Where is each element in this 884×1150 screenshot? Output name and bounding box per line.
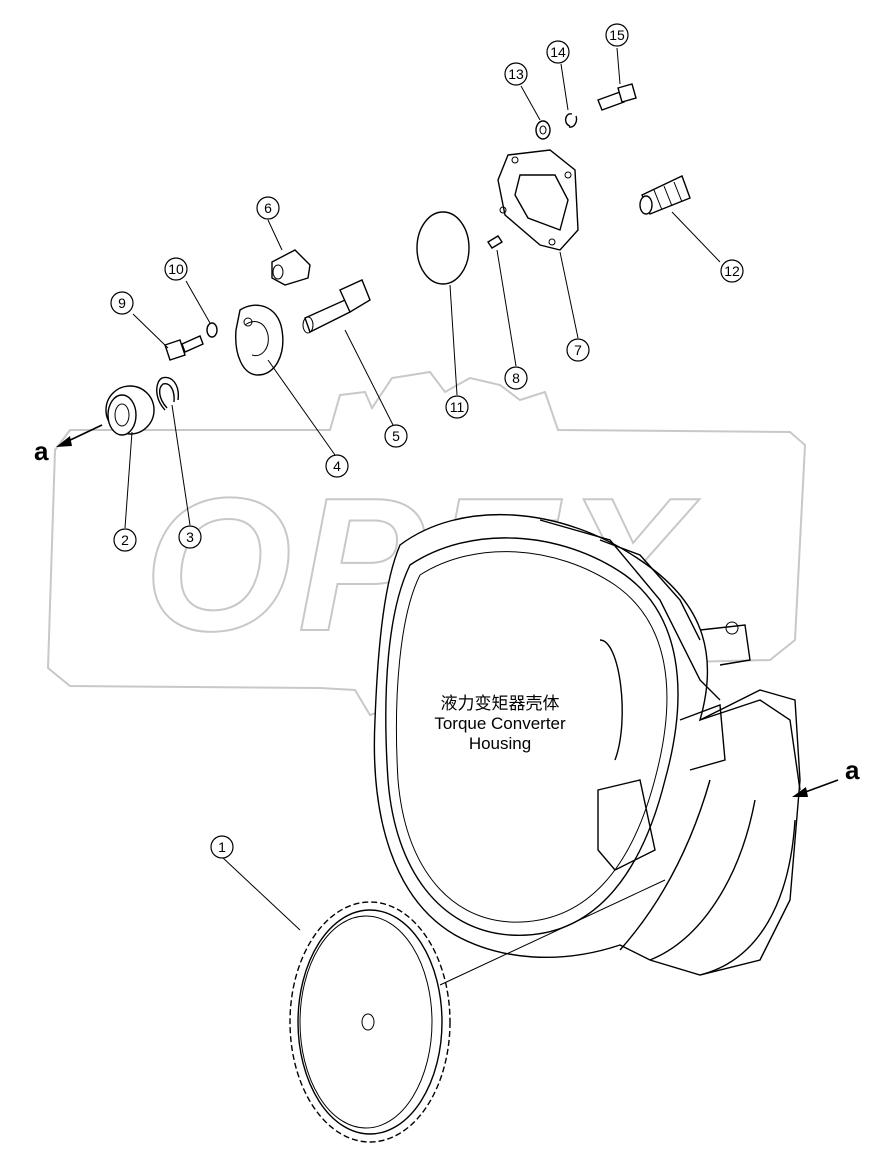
callout-11: 11 — [445, 395, 469, 419]
small-gear-part-6 — [271, 249, 311, 286]
torque-converter-housing — [373, 513, 801, 976]
leader-lines — [124, 47, 721, 986]
o-ring-part-11 — [416, 211, 470, 285]
housing-label-en-line1: Torque Converter — [434, 714, 566, 733]
callout-4: 4 — [325, 454, 349, 478]
arrow-right-label: a — [845, 755, 860, 785]
svg-text:4: 4 — [333, 458, 341, 474]
bolt-part-9 — [164, 335, 204, 361]
bearing-part-2 — [105, 385, 155, 436]
svg-text:5: 5 — [392, 428, 400, 444]
callout-8: 8 — [504, 366, 528, 390]
callout-13: 13 — [504, 62, 528, 86]
gear-shaft-part-5 — [302, 279, 371, 334]
pump-cover-part-7 — [497, 149, 579, 251]
housing-label-cn: 液力变矩器壳体 — [440, 694, 560, 713]
callout-3: 3 — [178, 525, 202, 549]
snap-ring-part-3 — [156, 376, 179, 411]
pin-part-8 — [487, 235, 503, 249]
svg-text:9: 9 — [118, 295, 126, 311]
callout-9: 9 — [110, 291, 134, 315]
callout-12: 12 — [720, 259, 744, 283]
svg-text:10: 10 — [168, 261, 184, 277]
lock-washer-part-10 — [206, 322, 218, 338]
ring-gear-part-1 — [289, 901, 451, 1143]
svg-text:6: 6 — [264, 200, 272, 216]
svg-text:2: 2 — [121, 532, 129, 548]
bolt-part-15 — [597, 83, 637, 111]
spring-part-12 — [639, 175, 691, 215]
callout-15: 15 — [605, 23, 629, 47]
arrow-left-label: a — [34, 436, 49, 466]
housing-label: 液力变矩器壳体 Torque Converter Housing — [400, 694, 600, 754]
svg-text:14: 14 — [550, 44, 566, 60]
svg-text:3: 3 — [186, 529, 194, 545]
lock-washer-part-14 — [565, 113, 578, 128]
svg-text:13: 13 — [508, 66, 524, 82]
svg-text:8: 8 — [512, 370, 520, 386]
pump-body-part-4 — [235, 304, 284, 376]
arrow-left — [56, 424, 103, 447]
svg-text:1: 1 — [218, 839, 226, 855]
callout-10: 10 — [164, 257, 188, 281]
callout-1: 1 — [210, 835, 234, 859]
washer-part-13 — [535, 120, 551, 140]
callout-2: 2 — [113, 528, 137, 552]
callout-5: 5 — [384, 424, 408, 448]
housing-label-en-line2: Housing — [468, 734, 532, 753]
callout-14: 14 — [546, 40, 570, 64]
callout-7: 7 — [566, 338, 590, 362]
svg-text:15: 15 — [609, 27, 625, 43]
callout-6: 6 — [256, 196, 280, 220]
arrow-right — [792, 779, 839, 797]
svg-text:11: 11 — [450, 399, 465, 415]
svg-text:7: 7 — [574, 342, 582, 358]
svg-text:12: 12 — [724, 263, 740, 279]
